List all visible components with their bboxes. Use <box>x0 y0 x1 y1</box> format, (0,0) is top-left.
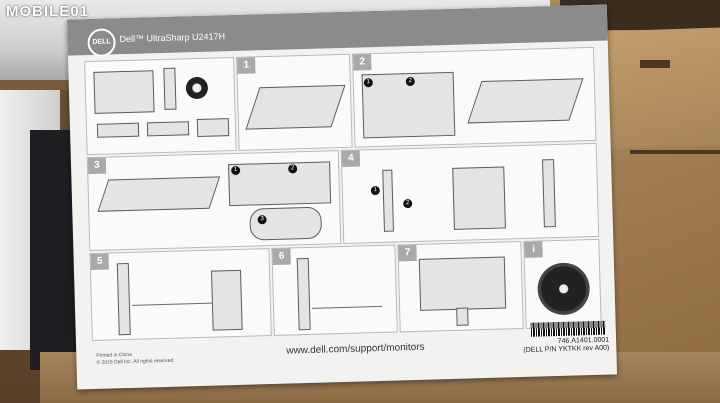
power-cable-line <box>312 305 383 309</box>
step7-stand <box>456 307 469 326</box>
step3-inset <box>228 161 332 207</box>
step4-sketch-c <box>542 159 556 228</box>
step-number: 5 <box>90 253 109 271</box>
step6-monitor-side <box>296 257 311 331</box>
panel-step-6: 6 <box>271 244 398 336</box>
docs-sketch <box>196 118 230 138</box>
step4-sketch-b <box>452 166 506 230</box>
panel-step-1: 1 <box>236 53 353 151</box>
step5-monitor-side <box>116 262 131 336</box>
step-number: 6 <box>272 248 291 265</box>
dell-part-number: (DELL P/N YKTKK rev A00) <box>523 344 610 354</box>
dell-logo: DELL <box>87 28 116 58</box>
footer-legal: Printed in China © 2016 Dell Inc. All ri… <box>96 351 175 367</box>
marker-2: 2 <box>403 199 413 209</box>
support-url: www.dell.com/support/monitors <box>286 341 425 357</box>
quick-setup-sheet: DELL Dell™ UltraSharp U2417H 1 2 1 2 3 <box>66 4 618 390</box>
step1-sketch <box>245 84 346 130</box>
step-number: 7 <box>398 244 417 262</box>
panel-step-5: 5 <box>89 248 272 342</box>
panel-contents <box>84 56 237 156</box>
step-number: 2 <box>353 54 372 71</box>
panel-info: i <box>523 238 602 329</box>
box-seam <box>630 150 720 154</box>
step4-sketch-a <box>382 169 394 232</box>
panel-step-4: 4 1 2 <box>340 142 600 244</box>
step5-pc-tower <box>211 269 243 331</box>
step-number: 3 <box>87 157 107 175</box>
box-slot <box>640 60 670 68</box>
watermark: MOBILE01 <box>6 3 90 20</box>
cable-sketch-2 <box>146 121 190 137</box>
part-number-block: 746.A1401.0001 (DELL P/N YKTKK rev A00) <box>521 337 609 355</box>
info-marker: i <box>524 241 543 258</box>
step-number: 1 <box>237 57 256 74</box>
step3-sketch <box>97 176 221 212</box>
sheet-title: Dell™ UltraSharp U2417H <box>119 31 226 45</box>
stand-sketch <box>163 67 177 110</box>
step7-monitor <box>418 256 507 311</box>
marker-1: 1 <box>370 185 380 196</box>
cable-sketch <box>96 122 140 138</box>
step-number: 4 <box>341 150 361 167</box>
barcode <box>530 320 606 337</box>
panel-step-2: 2 1 2 <box>352 46 597 148</box>
step2-sketch <box>467 78 584 124</box>
panel-step-7: 7 <box>397 241 524 333</box>
panel-step-3: 3 1 2 3 <box>86 150 342 252</box>
monitor-sketch <box>93 70 155 114</box>
copyright: © 2016 Dell Inc. All rights reserved. <box>96 357 175 366</box>
cable-line <box>131 302 212 306</box>
disc-icon <box>536 262 591 316</box>
disc-sketch <box>185 76 209 100</box>
